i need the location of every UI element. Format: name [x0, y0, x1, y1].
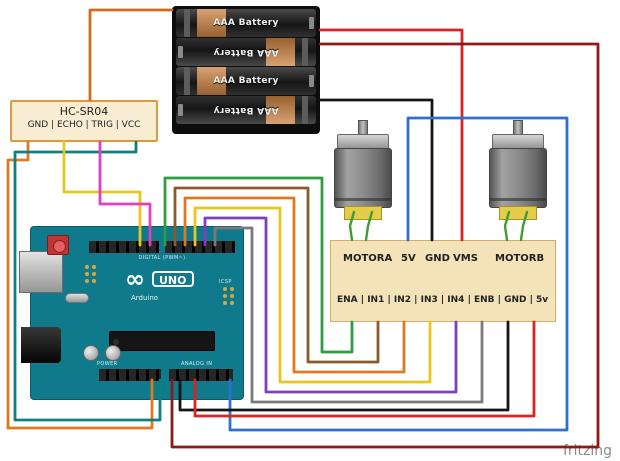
arduino-logo: ∞ UNO: [125, 265, 225, 293]
digital-header-left: [89, 241, 159, 253]
capacitor: [105, 345, 121, 361]
capacitor: [83, 345, 99, 361]
battery-terminal: [178, 103, 183, 117]
motor-b: [489, 120, 547, 220]
battery-ring: [184, 9, 190, 37]
analog-label: ANALOG IN: [181, 361, 213, 367]
driver-bottom-labels: ENA | IN1 | IN2 | IN3 | IN4 | ENB | GND …: [337, 295, 549, 305]
fritzing-watermark: fritzing: [562, 443, 612, 459]
motor-driver-board: MOTORA 5V GND VMS MOTORB ENA | IN1 | IN2…: [330, 240, 556, 322]
battery-cell: AAA Battery: [176, 67, 316, 95]
driver-label-vms: VMS: [453, 253, 478, 264]
battery-terminal: [309, 16, 314, 30]
atmega-chip: [109, 331, 215, 351]
battery-ring: [184, 67, 190, 95]
battery-cell: AAA Battery: [176, 96, 316, 124]
analog-header: [169, 369, 233, 381]
battery-cell: AAA Battery: [176, 38, 316, 66]
battery-terminal: [309, 74, 314, 88]
hcsr04-pin-labels: GND | ECHO | TRIG | VCC: [27, 120, 141, 130]
driver-label-motora: MOTORA: [343, 253, 393, 264]
power-jack: [21, 327, 61, 363]
battery-ring: [302, 96, 308, 124]
motor-body: [334, 148, 392, 208]
battery-pack: AAA Battery AAA Battery AAA Battery AAA …: [172, 6, 320, 134]
digital-label: DIGITAL (PWM~): [138, 255, 186, 261]
arduino-brand: Arduino: [131, 294, 159, 302]
power-label: POWER: [97, 361, 118, 367]
infinity-icon: ∞: [125, 265, 145, 293]
uno-label: UNO: [152, 271, 194, 287]
battery-copper-band: [197, 9, 227, 37]
battery-cell: AAA Battery: [176, 9, 316, 37]
reset-button: [47, 235, 69, 255]
driver-label-motorb: MOTORB: [495, 253, 545, 264]
driver-label-5v: 5V: [401, 253, 416, 264]
battery-cell-label: AAA Battery: [213, 105, 279, 115]
battery-cell-label: AAA Battery: [213, 18, 279, 28]
battery-ring: [302, 38, 308, 66]
battery-cell-label: AAA Battery: [213, 76, 279, 86]
motor-body: [489, 148, 547, 208]
arduino-board: DIGITAL (PWM~) ICSP ∞ UNO Arduino POWER …: [19, 226, 244, 400]
motor-base: [344, 206, 382, 220]
usb-port: [19, 251, 63, 293]
battery-cell-label: AAA Battery: [213, 47, 279, 57]
motor-base: [499, 206, 537, 220]
battery-terminal: [178, 45, 183, 59]
digital-header-right: [165, 241, 235, 253]
wire-driver-5v2-to-arduino: [193, 320, 536, 418]
wire-battery-to-sensor: [88, 8, 174, 102]
motor-a: [334, 120, 392, 220]
power-header: [99, 369, 161, 381]
icsp2-header: [85, 265, 97, 283]
driver-label-gnd: GND: [425, 253, 450, 264]
hcsr04-title: HC-SR04: [59, 105, 109, 118]
crystal-oscillator: [65, 293, 89, 303]
hcsr04-sensor: HC-SR04 GND | ECHO | TRIG | VCC: [10, 100, 158, 142]
